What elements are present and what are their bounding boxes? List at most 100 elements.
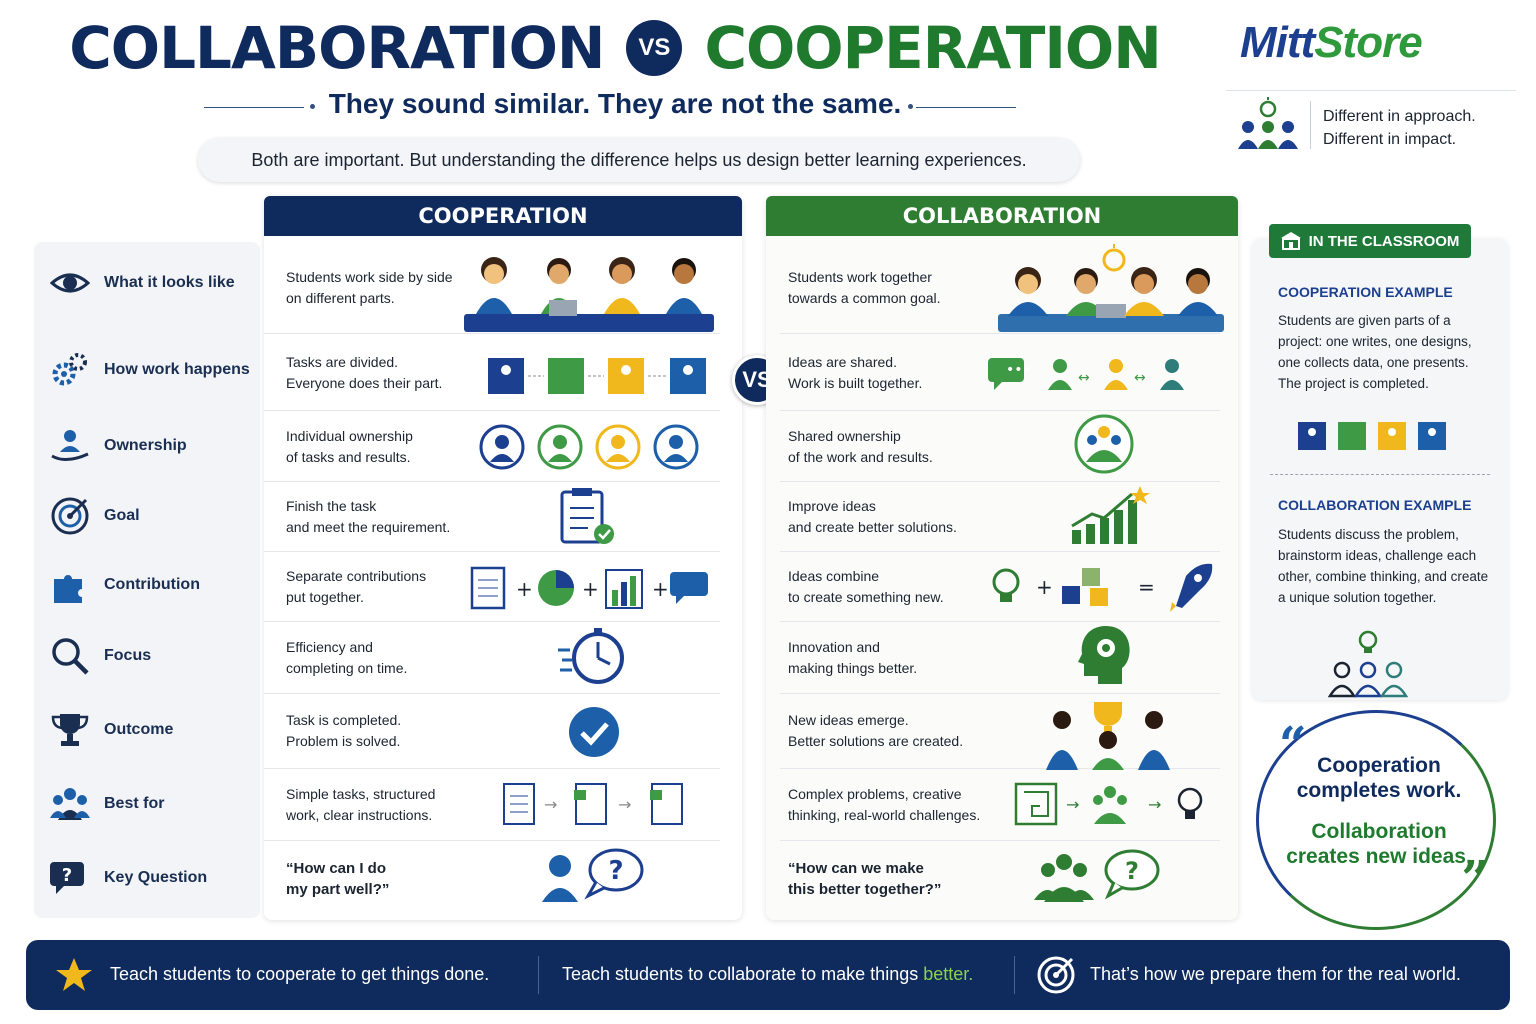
svg-text:=: = bbox=[1138, 575, 1155, 599]
coll-example-text: Students discuss the problem, brainstorm… bbox=[1278, 527, 1489, 605]
label-text: Key Question bbox=[104, 869, 208, 886]
brand-tagline: Different in approach.Different in impac… bbox=[1226, 90, 1516, 150]
main-title: COLLABORATION VS COOPERATION bbox=[0, 14, 1230, 82]
coop-row-outcome: Task is completed.Problem is solved. bbox=[286, 712, 402, 749]
tagline-divider bbox=[1310, 101, 1311, 149]
classroom-header: IN THE CLASSROOM bbox=[1269, 224, 1471, 258]
hand-person-icon bbox=[51, 430, 89, 461]
coll-row-how: Ideas are shared.Work is built together. bbox=[788, 354, 923, 391]
group-icon bbox=[50, 788, 90, 820]
row-divider bbox=[264, 551, 720, 552]
school-icon bbox=[1280, 232, 1301, 250]
team-lightbulb-icon bbox=[1328, 630, 1408, 698]
target-arrow-icon bbox=[1037, 956, 1075, 994]
cooperation-header: COOPERATION bbox=[264, 196, 742, 236]
puzzle-row-icon bbox=[1298, 422, 1446, 450]
growth-chart-star-icon bbox=[1071, 486, 1150, 544]
coop-row-how: Tasks are divided.Everyone does their pa… bbox=[286, 354, 443, 391]
vs-badge: VS bbox=[626, 20, 683, 76]
shared-ownership-team-icon bbox=[1074, 414, 1134, 474]
label-outcome: Outcome bbox=[50, 710, 173, 750]
shared-ideas-icon: ••• ↔ ↔ bbox=[988, 358, 1184, 390]
divided-puzzle-pieces-icon bbox=[488, 358, 706, 394]
team-question-icon: ? bbox=[1034, 849, 1160, 902]
check-circle-icon bbox=[569, 707, 619, 757]
label-text: Ownership bbox=[104, 437, 187, 454]
students-together-icon bbox=[998, 244, 1224, 332]
label-contribution: Contribution bbox=[50, 565, 200, 605]
classroom-header-text: IN THE CLASSROOM bbox=[1308, 232, 1460, 250]
svg-text:?: ? bbox=[608, 856, 623, 886]
classroom-panel: COOPERATION EXAMPLE Students are given p… bbox=[1252, 238, 1508, 700]
tagline-text: Different in approach.Different in impac… bbox=[1323, 108, 1476, 148]
structured-documents-icon: → → bbox=[503, 783, 683, 825]
collaboration-header: COLLABORATION bbox=[766, 196, 1238, 236]
individual-avatars-icon bbox=[479, 424, 699, 470]
title-left: COLLABORATION bbox=[69, 14, 605, 82]
side-divider bbox=[1270, 474, 1490, 475]
label-text: Best for bbox=[104, 795, 165, 812]
label-ownership: Ownership bbox=[50, 426, 187, 466]
star-icon bbox=[56, 958, 92, 991]
complex-maze-idea-icon: → → bbox=[1014, 782, 1203, 826]
row-divider bbox=[780, 693, 1220, 694]
logo-part1: Mitt bbox=[1240, 18, 1315, 67]
row-divider bbox=[264, 768, 720, 769]
subtitle: They sound similar. They are not the sam… bbox=[328, 88, 902, 119]
svg-text:•••: ••• bbox=[1006, 362, 1031, 378]
row-divider bbox=[264, 693, 720, 694]
row-divider bbox=[264, 410, 720, 411]
row-divider bbox=[780, 840, 1220, 841]
row-divider bbox=[780, 333, 1220, 334]
svg-text:→: → bbox=[1148, 795, 1161, 814]
open-quote-icon: “ bbox=[1279, 717, 1307, 773]
banner-text-3: That’s how we prepare them for the real … bbox=[1090, 964, 1461, 984]
team-trophy-icon bbox=[1046, 702, 1170, 770]
head-gear-icon bbox=[1078, 626, 1130, 684]
coll-row-outcome: New ideas emerge.Better solutions are cr… bbox=[788, 712, 964, 749]
svg-text:?: ? bbox=[62, 865, 72, 886]
svg-text:→: → bbox=[544, 795, 557, 814]
trophy-icon bbox=[51, 714, 89, 746]
coop-example-title: COOPERATION EXAMPLE bbox=[1278, 284, 1453, 300]
criteria-column: What it looks like How work happens Owne… bbox=[34, 242, 260, 918]
target-icon bbox=[51, 497, 89, 535]
brand-logo: MittStore bbox=[1240, 18, 1423, 68]
label-bestfor: Best for bbox=[50, 784, 164, 824]
coll-example-title: COLLABORATION EXAMPLE bbox=[1278, 497, 1472, 513]
divider-right bbox=[916, 107, 1016, 108]
students-side-by-side-icon bbox=[464, 257, 714, 332]
svg-text:+: + bbox=[582, 577, 599, 601]
person-question-icon: ? bbox=[542, 848, 644, 902]
clipboard-check-icon bbox=[560, 488, 614, 544]
ideas-combine-rocket-icon: + = bbox=[992, 563, 1213, 612]
svg-text:+: + bbox=[516, 577, 533, 601]
label-text: Focus bbox=[104, 647, 152, 664]
puzzle-icon bbox=[54, 575, 82, 603]
coop-example-text: Students are given parts of a project: o… bbox=[1278, 313, 1472, 391]
dot-left bbox=[310, 104, 315, 109]
label-goal: Goal bbox=[50, 496, 140, 536]
separate-contributions-icon: + + + bbox=[470, 566, 708, 610]
label-keyquestion: ? Key Question bbox=[50, 858, 207, 898]
row-divider bbox=[264, 481, 720, 482]
label-text: Outcome bbox=[104, 721, 174, 738]
svg-text:+: + bbox=[652, 577, 669, 601]
svg-text:→: → bbox=[1066, 795, 1079, 814]
label-text: What it looks like bbox=[104, 274, 235, 291]
